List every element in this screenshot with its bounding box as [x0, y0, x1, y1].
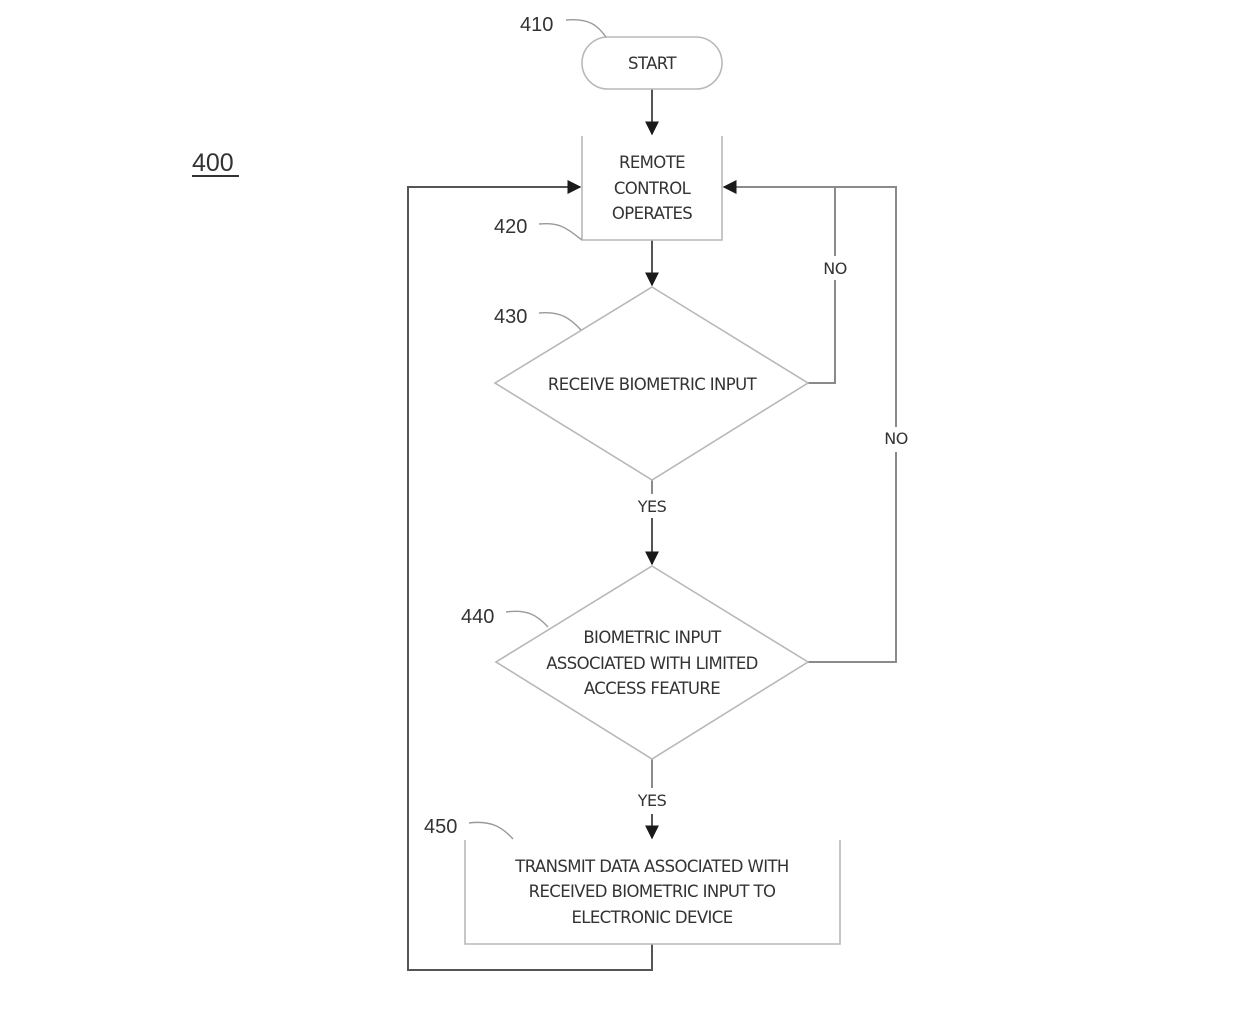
process-shape [581, 136, 723, 241]
edge-segment-arrow [722, 180, 897, 427]
edge-label-no: NO [884, 429, 908, 448]
ref-430: 430 [494, 306, 527, 328]
node-check-association: BIOMETRIC INPUT ASSOCIATED WITH LIMITED … [461, 565, 810, 760]
node-remote-control-line-2: CONTROL [614, 179, 692, 198]
node-start-text: START [628, 54, 677, 73]
node-transmit-line-2: RECEIVED BIOMETRIC INPUT TO [529, 882, 776, 901]
edge-segment [808, 280, 836, 384]
ref-410: 410 [520, 14, 553, 36]
ref-420: 420 [494, 216, 527, 238]
ref-450: 450 [424, 816, 457, 838]
node-transmit-line-3: ELECTRONIC DEVICE [571, 908, 732, 927]
decision-shape [494, 565, 810, 760]
terminator-shape [581, 36, 723, 90]
edge-transmit-to-remote-control [407, 180, 653, 971]
ref-440: 440 [461, 606, 494, 628]
node-remote-control-line-1: REMOTE [619, 153, 685, 172]
decision-shape [493, 286, 810, 481]
edge-label-no: NO [823, 259, 847, 278]
process-shape [464, 840, 841, 945]
figure-number-text: 400 [192, 149, 234, 177]
node-receive-input-text: RECEIVE BIOMETRIC INPUT [548, 375, 758, 394]
node-transmit: TRANSMIT DATA ASSOCIATED WITH RECEIVED B… [424, 816, 841, 945]
edge-segment [808, 452, 897, 663]
node-receive-input: RECEIVE BIOMETRIC INPUT 430 [493, 286, 810, 481]
ref-leader [505, 610, 549, 628]
edge-receive-input-yes: YES [637, 480, 667, 566]
edge-receive-input-no: NO [808, 187, 847, 384]
node-check-association-line-3: ACCESS FEATURE [584, 679, 720, 698]
node-start: START 410 [520, 14, 723, 90]
edge-check-association-no: NO [722, 180, 908, 663]
node-remote-control: REMOTE CONTROL OPERATES 420 [494, 136, 723, 241]
node-transmit-line-1: TRANSMIT DATA ASSOCIATED WITH [514, 857, 789, 876]
node-check-association-line-1: BIOMETRIC INPUT [583, 628, 722, 647]
ref-leader [468, 821, 514, 840]
ref-leader [538, 311, 582, 331]
ref-leader [565, 19, 607, 38]
edge-label-yes: YES [637, 791, 667, 810]
edge-label-yes: YES [637, 497, 667, 516]
node-remote-control-line-3: OPERATES [612, 204, 692, 223]
figure-number: 400 [192, 149, 239, 177]
ref-leader [538, 222, 583, 241]
edge-check-association-yes: YES [637, 759, 667, 840]
node-check-association-line-2: ASSOCIATED WITH LIMITED [546, 654, 758, 673]
